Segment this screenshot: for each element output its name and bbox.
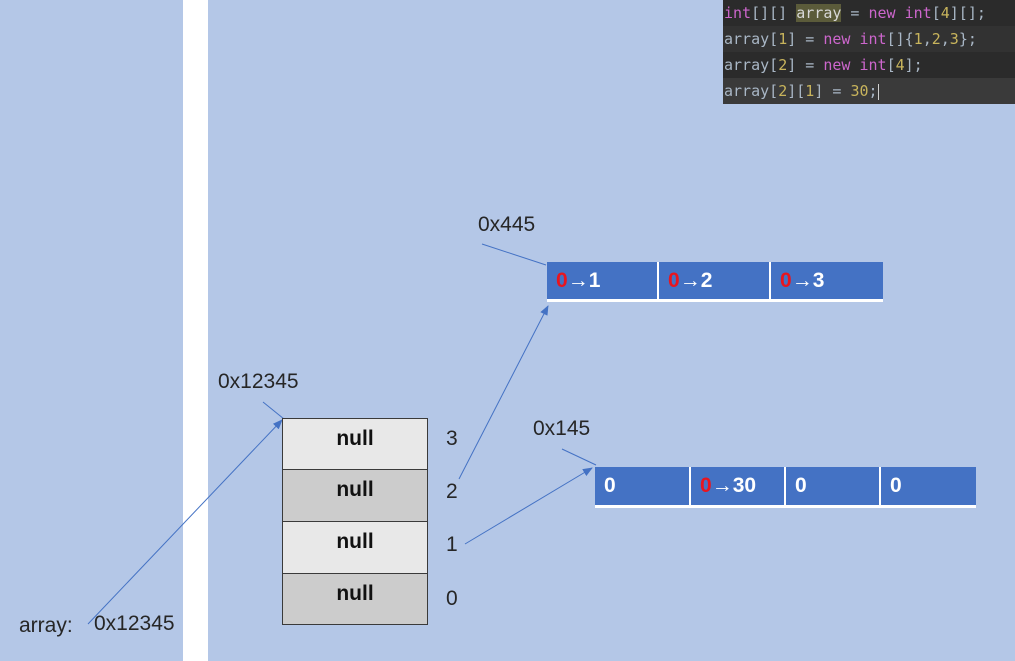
index-label-1: 1 [446,533,458,556]
leader-0x12345 [262,401,285,420]
outer-cell-2: null [282,469,428,522]
index-label-3: 3 [446,427,458,450]
array-0x445-cell-1: 0→2 [659,262,771,302]
variable-address-label: 0x12345 [94,612,175,635]
array-0x445-cell-2: 0→3 [771,262,883,302]
code-line-1: int[][] array = new int[4][]; [723,0,1015,26]
variable-name-label: array: [19,614,73,637]
arrow-index2-to-0x445 [458,305,549,480]
leader-0x445 [481,243,547,266]
array-0x145-cell-2: 0 [786,467,881,508]
code-line-4: array[2][1] = 30; [723,78,1015,104]
outer-array-address: 0x12345 [218,370,299,393]
arrow-variable-to-outer-array [87,419,283,625]
outer-cell-1: null [282,521,428,574]
array-0x145-address: 0x145 [533,417,591,440]
code-snippet-panel: int[][] array = new int[4][]; array[1] =… [723,0,1015,104]
index-label-0: 0 [446,587,458,610]
text-caret [877,83,879,100]
code-line-3: array[2] = new int[4]; [723,52,1015,78]
index-label-2: 2 [446,480,458,503]
white-divider-strip [183,0,208,661]
leader-0x145 [561,448,597,466]
array-0x145-cell-1: 0→30 [691,467,786,508]
arrow-index1-to-0x145 [464,467,593,545]
code-line-2: array[1] = new int[]{1,2,3}; [723,26,1015,52]
outer-cell-0: null [282,573,428,625]
outer-cell-3: null [282,418,428,470]
array-0x145-cell-3: 0 [881,467,976,508]
array-0x145-cell-0: 0 [595,467,691,508]
array-0x445-cell-0: 0→1 [547,262,659,302]
array-0x445-address: 0x445 [478,213,536,236]
